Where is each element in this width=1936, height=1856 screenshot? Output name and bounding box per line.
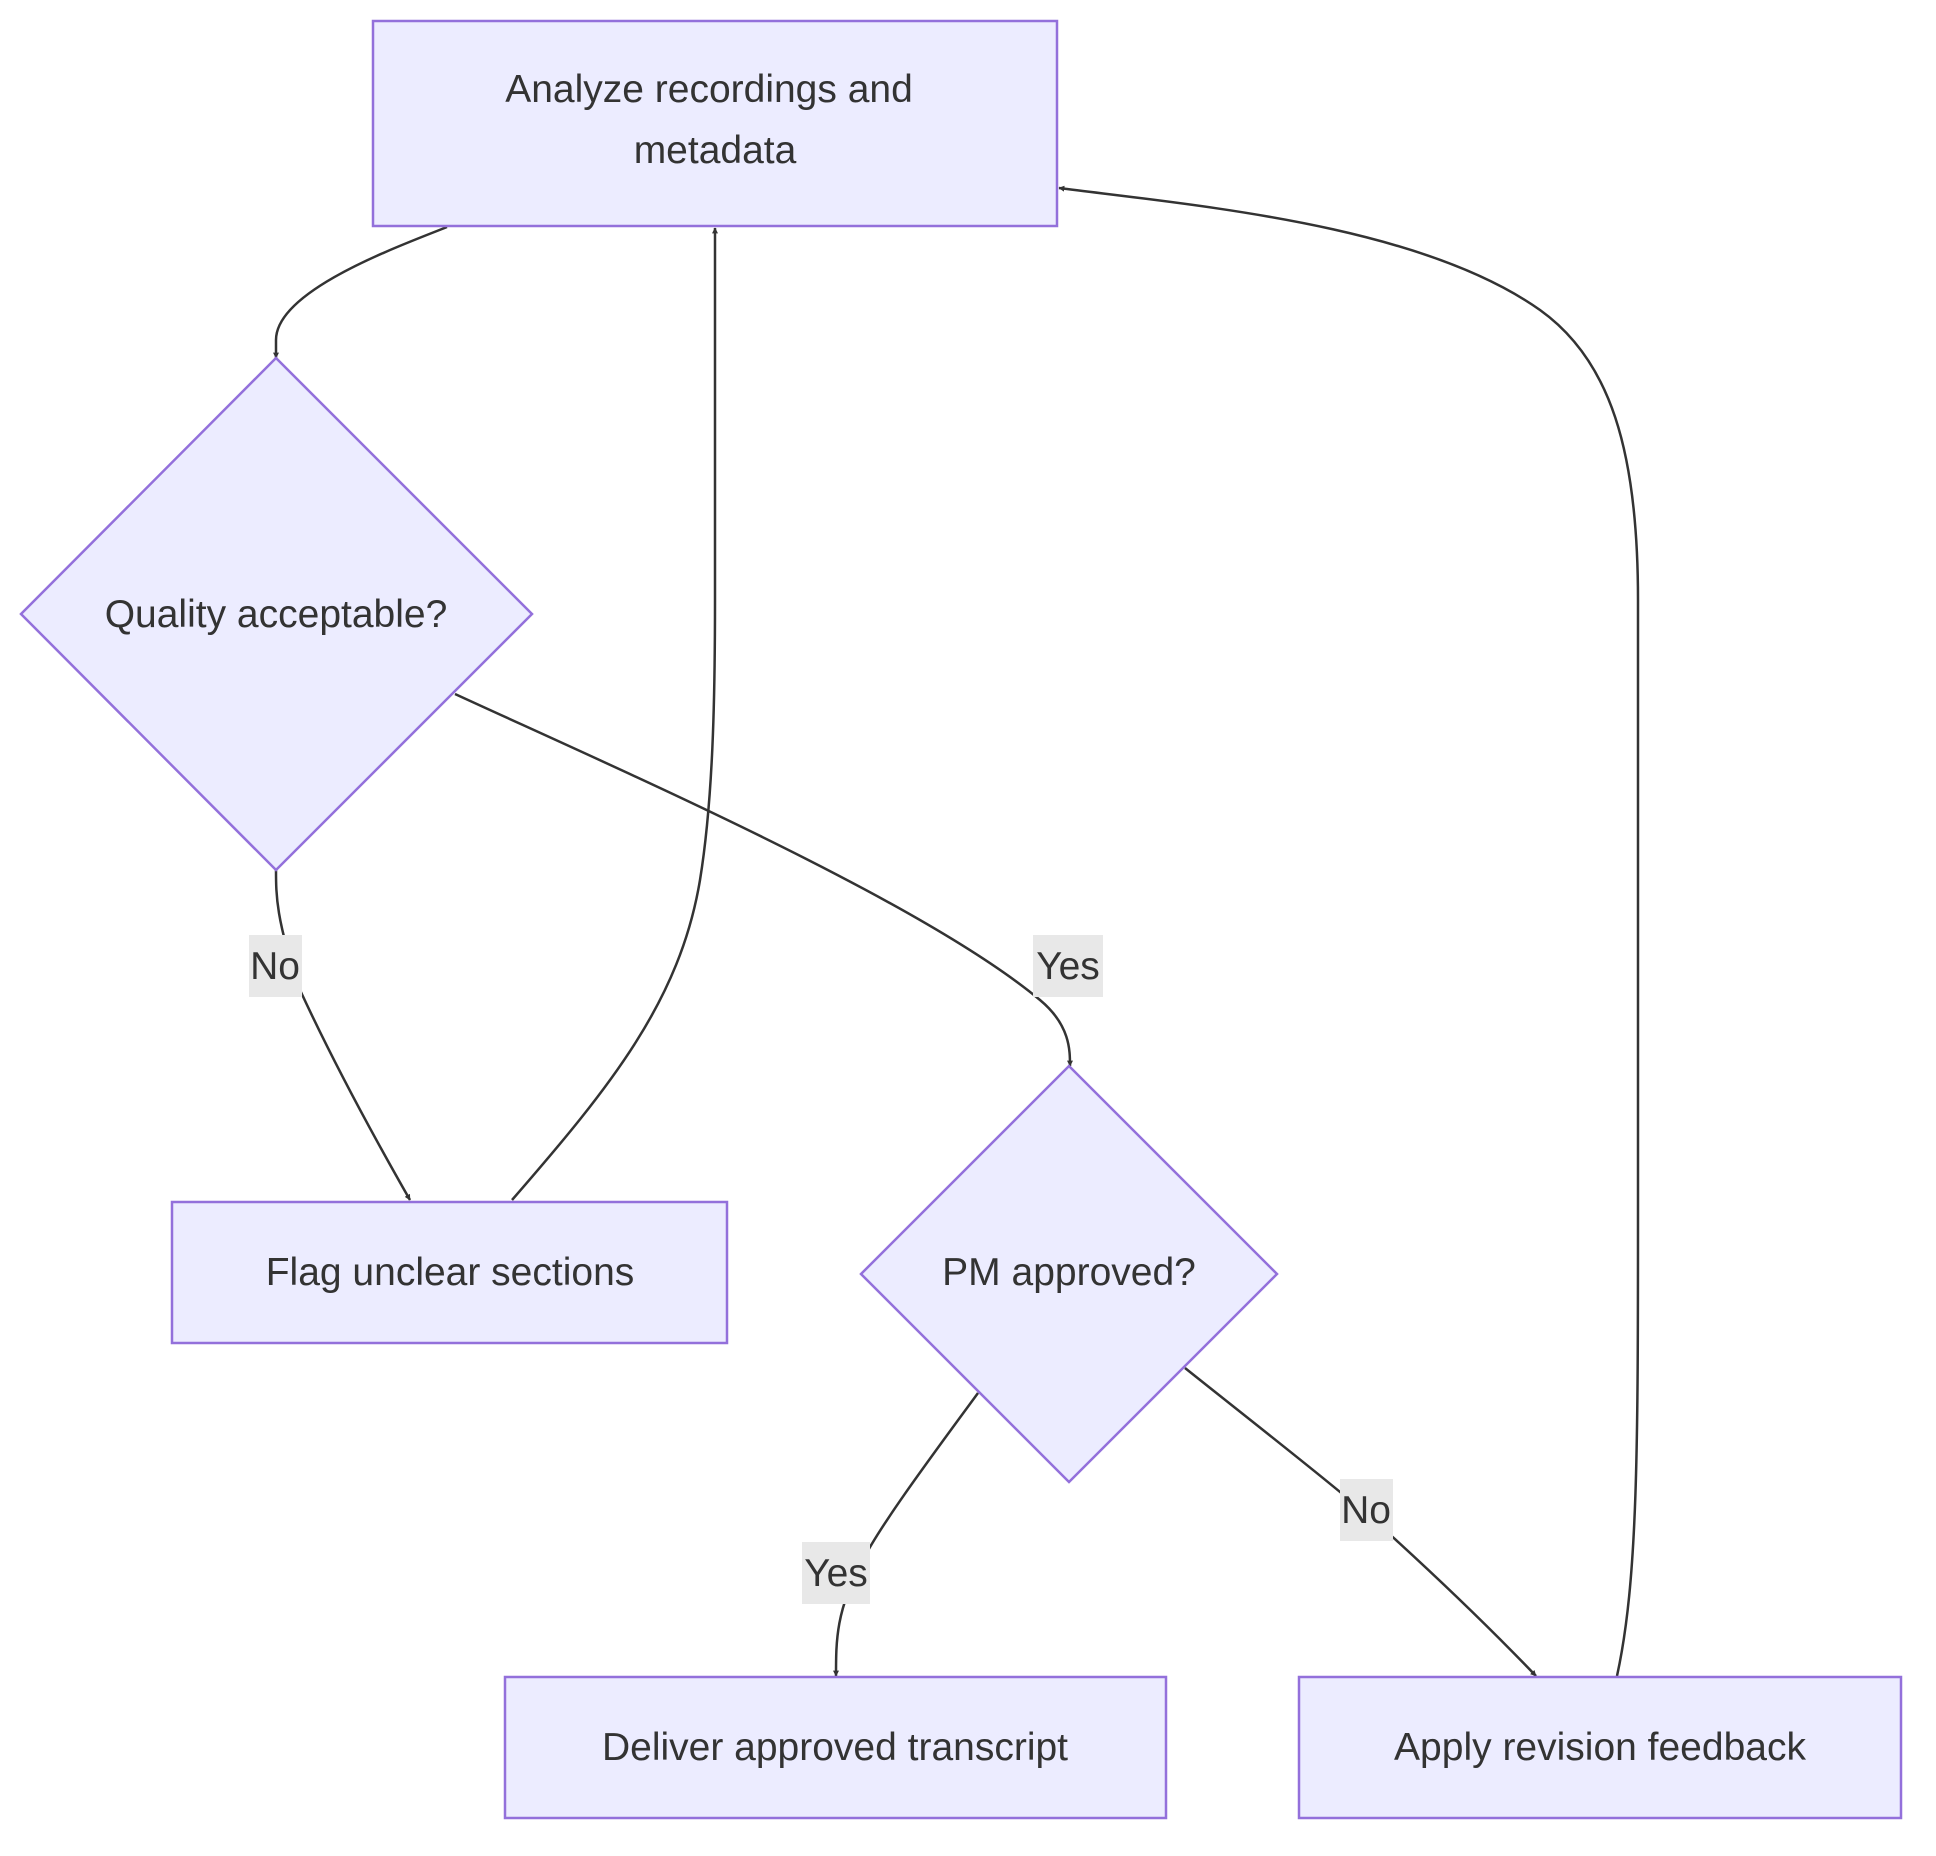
edge-label-pm-no: No [1340, 1479, 1393, 1541]
node-quality-label: Quality acceptable? [105, 593, 448, 636]
node-deliver-label: Deliver approved transcript [602, 1726, 1068, 1769]
edge-quality-no-to-flag [274, 869, 412, 1201]
node-revise: Apply revision feedback [1297, 1675, 1903, 1820]
edges [273, 185, 1640, 1677]
node-quality-diamond [19, 356, 534, 872]
edge-label-quality-no-bg [249, 935, 302, 997]
node-analyze-box [371, 19, 1059, 228]
edge-flag-to-analyze [511, 227, 718, 1201]
node-deliver-box [503, 1675, 1168, 1820]
edge-label-quality-no-text: No [250, 945, 300, 988]
node-deliver: Deliver approved transcript [503, 1675, 1168, 1820]
node-revise-box [1297, 1675, 1903, 1820]
edge-label-quality-yes: Yes [1033, 935, 1103, 997]
node-quality-decision: Quality acceptable? [19, 356, 534, 872]
edge-pm-yes-to-deliver [833, 1392, 980, 1677]
node-pm-diamond [859, 1064, 1279, 1484]
node-flag: Flag unclear sections [170, 1200, 729, 1345]
edge-quality-yes-to-pm [454, 692, 1073, 1067]
edge-analyze-to-quality [273, 225, 448, 359]
edge-label-pm-yes-bg [802, 1542, 870, 1604]
node-analyze-label-line2: metadata [634, 129, 797, 172]
edge-label-pm-no-bg [1340, 1479, 1393, 1541]
edge-label-pm-yes-text: Yes [804, 1552, 868, 1595]
node-flag-label: Flag unclear sections [266, 1251, 635, 1294]
edge-label-quality-no: No [249, 935, 302, 997]
edge-label-quality-yes-text: Yes [1036, 945, 1100, 988]
edge-label-quality-yes-bg [1033, 935, 1103, 997]
edge-label-pm-no-text: No [1341, 1489, 1391, 1532]
node-analyze-label-line1: Analyze recordings and [505, 68, 913, 111]
node-pm-label: PM approved? [942, 1251, 1196, 1294]
node-analyze: Analyze recordings and metadata [371, 19, 1059, 228]
edge-label-pm-yes: Yes [802, 1542, 870, 1604]
node-flag-box [170, 1200, 729, 1345]
node-revise-label: Apply revision feedback [1394, 1726, 1806, 1769]
node-pm-decision: PM approved? [859, 1064, 1279, 1484]
edge-revise-to-analyze [1058, 185, 1640, 1677]
